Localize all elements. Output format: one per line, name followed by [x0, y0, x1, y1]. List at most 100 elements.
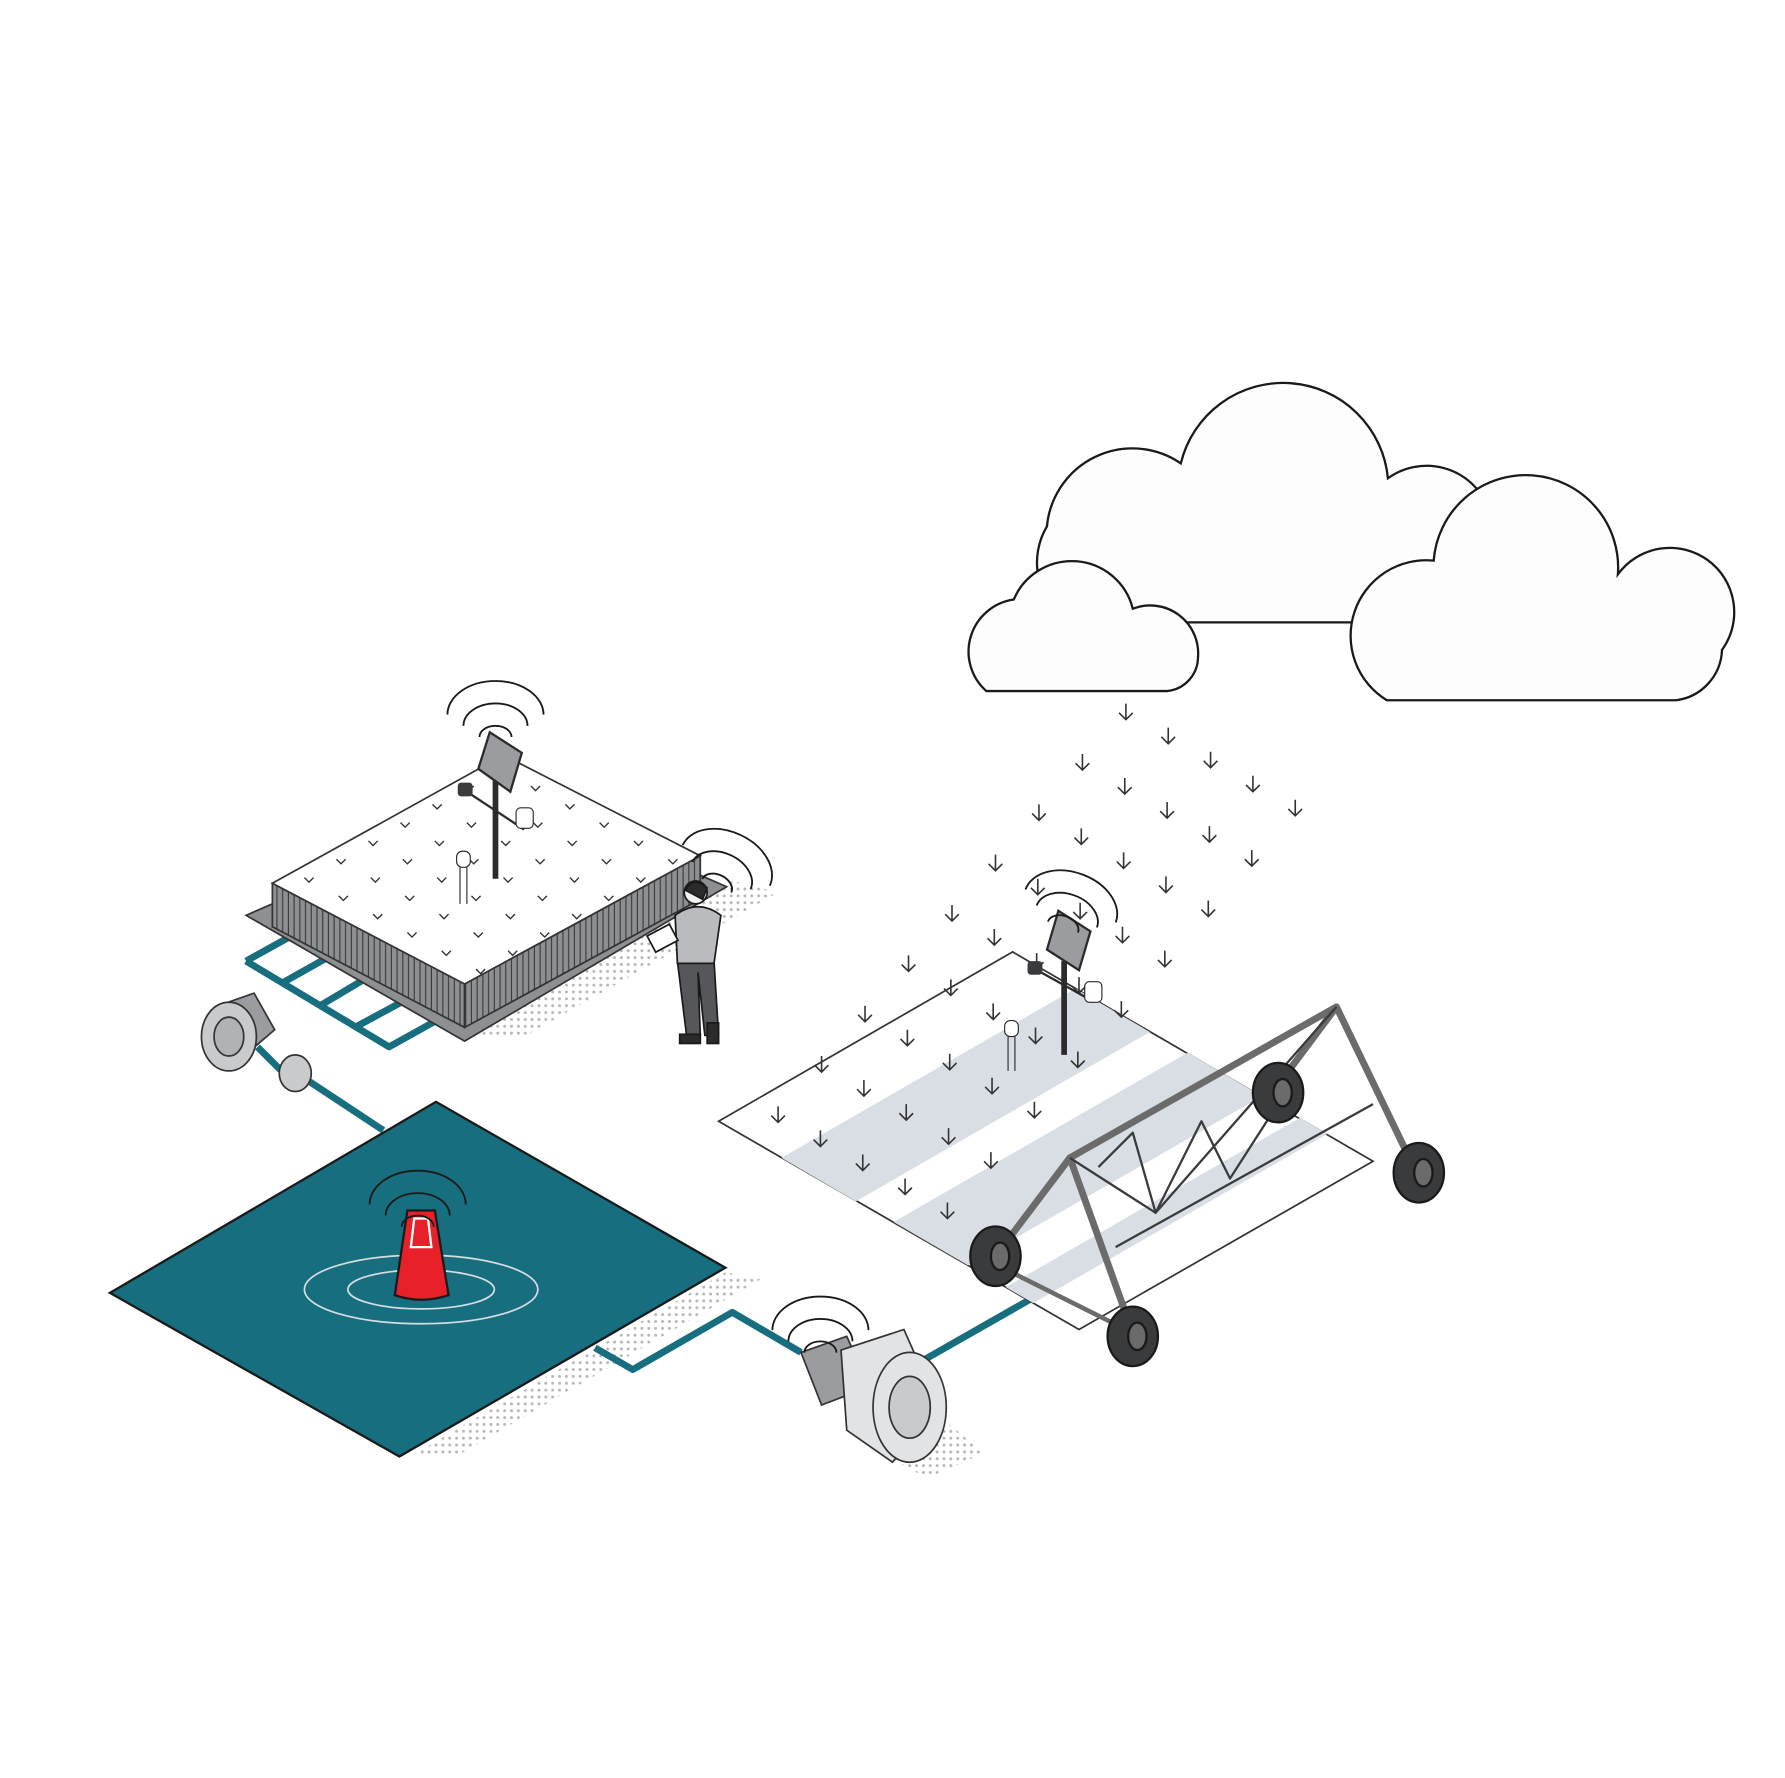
plant-arrow-mark	[983, 1152, 999, 1170]
plant-arrow-mark	[984, 1077, 1000, 1095]
tablet-device	[645, 923, 680, 954]
plant-arrow-mark	[1028, 1027, 1043, 1045]
wifi-signal-icon	[771, 1295, 870, 1353]
wifi-arc	[701, 872, 733, 893]
water-level-buoy	[393, 1209, 450, 1301]
soil-probe	[456, 850, 471, 868]
solar-panel-icon	[476, 730, 524, 794]
plant-mark	[601, 858, 612, 865]
weather-station-field	[1004, 908, 1103, 1071]
plant-arrow-mark	[1244, 850, 1260, 868]
plant-mark	[441, 950, 452, 957]
clouds	[967, 381, 1736, 702]
wifi-arc	[1047, 914, 1080, 933]
wifi-arc	[384, 1192, 451, 1216]
plant-mark	[603, 895, 614, 902]
plant-mark	[635, 877, 646, 884]
plant-arrow-mark	[1072, 902, 1088, 920]
soil-plant-marks	[303, 785, 678, 975]
plant-arrow-mark	[1113, 1001, 1129, 1019]
plant-mark	[338, 895, 349, 902]
plant-mark	[404, 895, 415, 902]
plant-arrow-mark	[1073, 828, 1089, 846]
plant-arrow-mark	[898, 1104, 914, 1122]
plant-mark	[400, 822, 411, 829]
plant-arrow-mark	[855, 1154, 871, 1172]
plant-arrow-mark	[1203, 751, 1219, 769]
plant-mark	[505, 913, 516, 920]
plant-arrow-mark	[943, 979, 959, 997]
plant-mark	[475, 968, 486, 975]
wifi-arc	[803, 1340, 838, 1353]
pump-large	[799, 1328, 948, 1464]
plant-arrow-mark	[1158, 876, 1174, 894]
plant-mark	[370, 877, 381, 884]
field-plant-marks	[770, 703, 1303, 1220]
wifi-arc	[681, 827, 773, 887]
plant-arrow-mark	[988, 854, 1003, 872]
plant-mark	[532, 822, 543, 829]
weather-station-soil	[456, 730, 534, 904]
plant-mark	[537, 895, 548, 902]
wifi-arc	[691, 850, 753, 890]
plant-arrow-mark	[941, 1128, 956, 1146]
plant-mark	[567, 840, 578, 847]
plant-mark	[667, 858, 678, 865]
cloud-left	[967, 559, 1200, 693]
plant-mark	[571, 913, 582, 920]
plant-mark	[372, 913, 383, 920]
plant-mark	[633, 840, 644, 847]
plant-arrow-mark	[1159, 802, 1175, 820]
plant-mark	[503, 877, 514, 884]
wireless-signals	[368, 680, 1119, 1353]
plant-mark	[599, 822, 610, 829]
wifi-arc	[1035, 891, 1099, 928]
plant-arrow-mark	[1201, 826, 1217, 844]
plant-mark	[367, 840, 379, 847]
field-stripes	[781, 988, 1328, 1304]
plant-arrow-mark	[1026, 1101, 1042, 1119]
soil-top	[270, 754, 703, 985]
plant-arrow-mark	[901, 955, 916, 973]
plant-arrow-mark	[857, 1005, 873, 1023]
plant-arrow-mark	[814, 1056, 829, 1074]
plant-arrow-mark	[1115, 926, 1130, 944]
plant-arrow-mark	[899, 1029, 915, 1047]
plant-arrow-mark	[1160, 727, 1176, 745]
plant-arrow-mark	[942, 1053, 958, 1071]
cloud-back	[1035, 381, 1489, 624]
plant-mark	[470, 895, 482, 902]
wifi-signal-icon	[368, 1169, 467, 1227]
plant-arrow-mark	[1157, 950, 1173, 968]
plant-arrow-mark	[986, 929, 1002, 947]
wifi-arc	[446, 680, 545, 715]
pipe-coupling	[278, 1054, 313, 1093]
plant-mark	[432, 803, 443, 810]
solar-panel-icon	[1045, 908, 1092, 973]
plant-mark	[507, 950, 518, 957]
plant-arrow-mark	[944, 905, 960, 923]
plant-mark	[335, 858, 347, 865]
plant-mark	[402, 858, 413, 865]
plant-arrow-mark	[1287, 799, 1303, 817]
pump-small	[200, 992, 313, 1093]
cloud-right	[1349, 474, 1736, 702]
plant-mark	[500, 840, 511, 847]
plant-mark	[303, 877, 315, 884]
plant-arrow-mark	[770, 1106, 786, 1124]
wifi-arc	[478, 724, 513, 738]
plant-arrow-mark	[1116, 852, 1132, 870]
wifi-signal-icon	[1024, 869, 1119, 933]
soil-probe	[1004, 1020, 1019, 1038]
plant-mark	[438, 913, 450, 920]
plant-arrow-mark	[897, 1178, 913, 1196]
wifi-arc	[462, 702, 529, 726]
plant-mark	[535, 858, 546, 865]
plant-mark	[466, 822, 477, 829]
plant-mark	[406, 931, 418, 939]
wifi-signal-icon	[446, 680, 545, 738]
plant-mark	[569, 877, 580, 884]
plant-arrow-mark	[1074, 753, 1090, 772]
plant-arrow-mark	[812, 1130, 828, 1148]
